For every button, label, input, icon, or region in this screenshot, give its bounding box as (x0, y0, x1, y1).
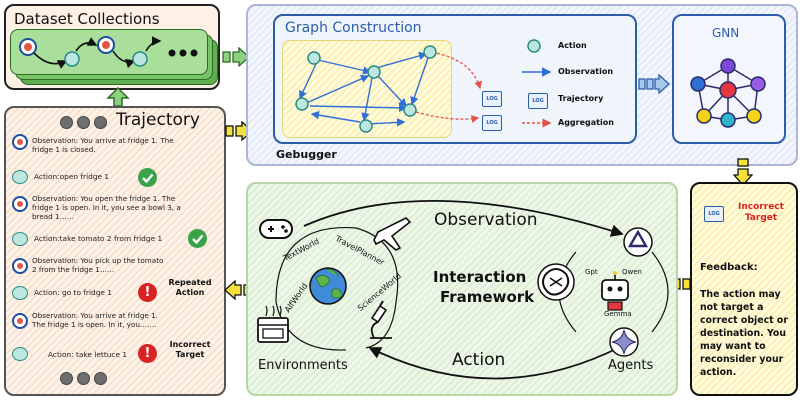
observation-text: Observation: You pick up the tomato 2 fr… (32, 256, 164, 274)
gnn-network-icon (690, 58, 766, 128)
arrow-down-yellow (733, 158, 753, 186)
target-icon (12, 258, 28, 274)
action-label: Action (452, 350, 506, 370)
arrow-right-green (222, 47, 250, 67)
hand-icon (12, 170, 28, 184)
graph-title: Graph Construction (285, 20, 422, 36)
check-icon (188, 229, 207, 248)
action-text: Action:take tomato 2 from fridge 1 (34, 234, 163, 243)
error-icon: ! (138, 344, 157, 363)
graph-network (295, 45, 482, 133)
agent-logo-icon (623, 227, 653, 257)
gebugger-label: Gebugger (276, 148, 337, 161)
feedback-panel: LOG Incorrect Target Feedback: The actio… (690, 182, 798, 396)
hand-icon (12, 286, 28, 300)
arrow-right-blue (638, 74, 670, 94)
hand-icon (527, 39, 541, 53)
log-icon: LOG (704, 206, 724, 222)
dataset-stack (10, 29, 220, 85)
agents-label: Agents (608, 358, 654, 373)
target-icon (12, 313, 28, 329)
observation-label: Observation (434, 210, 538, 230)
hand-icon (12, 347, 28, 361)
legend-aggregation: Aggregation (558, 118, 614, 127)
incorrect-target-tag: Incorrect Target (169, 340, 211, 359)
interaction-title-1: Interaction (433, 268, 527, 286)
airplane-icon (373, 217, 412, 251)
feedback-tag: Incorrect Target (738, 202, 784, 223)
target-icon (12, 196, 28, 212)
trajectory-panel: Trajectory Observation: You arrive at fr… (4, 106, 226, 396)
hand-icon (64, 51, 80, 67)
openai-icon (537, 263, 575, 301)
legend-observation: Observation (558, 67, 614, 76)
gnn-title: GNN (712, 26, 740, 40)
microscope-icon (370, 300, 392, 339)
arrow-up-green (106, 86, 130, 107)
stove-icon (257, 305, 289, 343)
observation-text: Observation: You arrive at fridge 1. The… (32, 136, 174, 154)
action-text: Action: take lettuce 1 (48, 350, 128, 359)
environments-label: Environments (258, 358, 348, 373)
error-icon: ! (138, 283, 157, 302)
log-icon: LOG (482, 91, 502, 107)
observation-text: Observation: You arrive at fridge 1. The… (32, 311, 158, 329)
agent-gemma: Gemma (604, 310, 632, 318)
hand-icon (12, 232, 28, 246)
robot-icon (601, 271, 629, 311)
interaction-title-2: Framework (440, 288, 535, 306)
feedback-body: The action may not target a correct obje… (700, 289, 788, 378)
globe-icon (309, 267, 347, 305)
action-text: Action:open fridge 1 (34, 172, 110, 181)
hand-icon (132, 51, 148, 67)
target-icon (97, 36, 115, 54)
observation-text: Observation: You open the fridge 1. The … (32, 194, 181, 221)
legend-trajectory: Trajectory (558, 94, 604, 103)
dataset-title: Dataset Collections (14, 10, 160, 28)
log-icon: LOG (482, 115, 502, 131)
legend-action: Action (558, 41, 587, 50)
dataset-sequence-icons (19, 36, 198, 69)
repeated-action-tag: Repeated Action (168, 278, 212, 297)
gemma-star-icon (609, 327, 639, 357)
interaction-cycle (257, 199, 669, 380)
agent-gpt: Gpt (585, 268, 598, 276)
log-icon: LOG (528, 93, 548, 109)
trajectory-title: Trajectory (116, 110, 200, 130)
target-icon (19, 38, 37, 56)
legend-icons (522, 39, 552, 128)
feedback-heading: Feedback: (700, 262, 758, 273)
check-icon (138, 168, 157, 187)
gamepad-icon (259, 219, 293, 239)
agent-qwen: Qwen (622, 268, 642, 276)
target-icon (12, 134, 28, 150)
action-text: Action: go to fridge 1 (34, 288, 112, 297)
